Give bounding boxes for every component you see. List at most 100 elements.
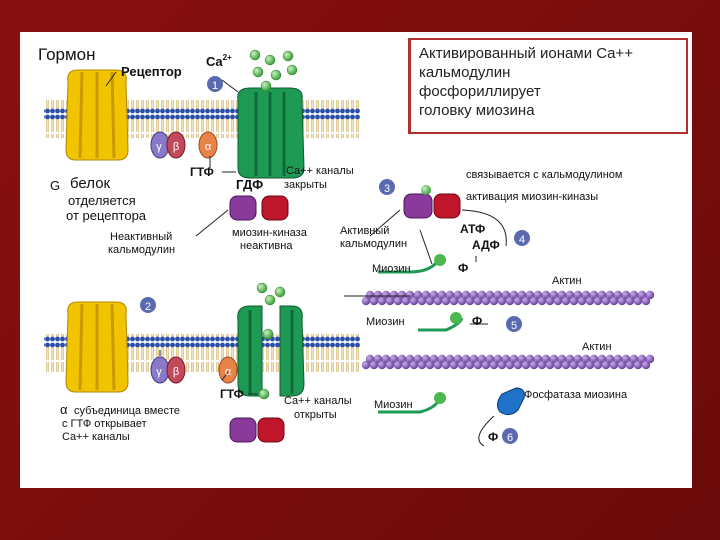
svg-text:3: 3: [384, 183, 390, 195]
actin-bead: [421, 354, 431, 364]
actin-bead: [625, 360, 635, 370]
actin-bead: [521, 360, 531, 370]
actin-bead: [565, 354, 575, 364]
actin-bead: [501, 290, 511, 300]
actin-bead: [593, 296, 603, 306]
svg-text:1: 1: [212, 80, 218, 92]
actin-bead: [621, 290, 631, 300]
actin-bead: [597, 354, 607, 364]
actin-bead: [369, 296, 379, 306]
actin-bead: [473, 360, 483, 370]
actin-bead: [425, 360, 435, 370]
myosin-middle: [418, 312, 464, 332]
actin-bead: [541, 354, 551, 364]
actin-bead: [557, 290, 567, 300]
actin-bead: [565, 290, 575, 300]
actin-bead: [485, 290, 495, 300]
actin-bead: [553, 296, 563, 306]
inactive-calmodulin-kinase: [229, 195, 289, 221]
actin-bead: [577, 296, 587, 306]
actin-bead: [365, 354, 375, 364]
actin-bead: [433, 296, 443, 306]
actin-bead: [513, 360, 523, 370]
callout-line-4: головку миозина: [419, 102, 535, 119]
actin-bead: [441, 296, 451, 306]
actin-bead: [517, 290, 527, 300]
actin-bead: [625, 296, 635, 306]
label-beta-lower: β: [173, 366, 179, 378]
actin-bead: [377, 360, 387, 370]
actin-bead: [561, 296, 571, 306]
actin-bead: [593, 360, 603, 370]
myosin-upper: [378, 254, 446, 274]
label-binds-cam: связывается с кальмодулином: [466, 169, 622, 181]
label-myosin-upper: Миозин: [372, 263, 411, 275]
actin-bead: [637, 290, 647, 300]
actin-bead: [605, 290, 615, 300]
actin-bead: [569, 360, 579, 370]
actin-bead: [541, 290, 551, 300]
actin-bead: [405, 290, 415, 300]
actin-bead: [477, 354, 487, 364]
actin-bead: [549, 290, 559, 300]
label-myosin-lower: Миозин: [374, 399, 413, 411]
actin-bead: [469, 290, 479, 300]
actin-bead: [525, 354, 535, 364]
actin-bead: [589, 290, 599, 300]
actin-bead: [461, 354, 471, 364]
actin-bead: [493, 290, 503, 300]
label-gtp-upper: ГТФ: [190, 165, 214, 179]
actin-bead: [421, 290, 431, 300]
actin-bead: [589, 354, 599, 364]
actin-bead: [465, 296, 475, 306]
step-badge-3: 3: [379, 179, 395, 195]
actin-bead: [501, 354, 511, 364]
actin-bead: [417, 360, 427, 370]
actin-bead: [645, 354, 655, 364]
actin-bead: [537, 296, 547, 306]
actin-bead: [393, 360, 403, 370]
actin-bead: [505, 296, 515, 306]
actin-bead: [521, 296, 531, 306]
actin-bead: [413, 290, 423, 300]
label-myosin-middle: Миозин: [366, 316, 405, 328]
svg-text:5: 5: [511, 320, 517, 332]
actin-bead: [641, 296, 651, 306]
label-ca-closed-1: Ca++ каналы: [286, 165, 354, 177]
label-mlck-inactive-2: неактивна: [240, 240, 293, 252]
label-g: G: [50, 178, 60, 193]
actin-bead: [465, 360, 475, 370]
actin-bead: [385, 296, 395, 306]
myosin-lower: [378, 392, 446, 414]
label-gdp: ГДФ: [236, 177, 263, 192]
actin-bead: [633, 296, 643, 306]
actin-bead: [469, 354, 479, 364]
actin-bead: [545, 360, 555, 370]
label-ca-closed-2: закрыты: [284, 179, 327, 191]
actin-bead: [409, 296, 419, 306]
label-inactive-cam-2: кальмодулин: [108, 244, 175, 256]
actin-bead: [453, 290, 463, 300]
label-mlck-inactive-1: миозин-киназа: [232, 227, 308, 239]
actin-bead: [373, 354, 383, 364]
actin-bead: [433, 360, 443, 370]
actin-bead: [405, 354, 415, 364]
label-alpha-sub-1: субъединица вместе: [74, 405, 180, 417]
actin-bead: [389, 354, 399, 364]
actin-filament-upper: [361, 290, 655, 306]
actin-bead: [481, 360, 491, 370]
actin-bead: [445, 354, 455, 364]
actin-bead: [585, 296, 595, 306]
actin-bead: [613, 354, 623, 364]
label-active-cam-1: Активный: [340, 225, 389, 237]
label-beta-upper: β: [173, 141, 179, 153]
label-actin-upper: Актин: [552, 275, 582, 287]
label-calcium: Ca2+: [206, 53, 232, 69]
actin-bead: [581, 290, 591, 300]
callout-box: Активированный ионами Ca++ кальмодулин ф…: [408, 38, 688, 134]
actin-bead: [393, 296, 403, 306]
label-alpha-upper: α: [205, 141, 212, 153]
actin-bead: [629, 290, 639, 300]
actin-bead: [497, 360, 507, 370]
